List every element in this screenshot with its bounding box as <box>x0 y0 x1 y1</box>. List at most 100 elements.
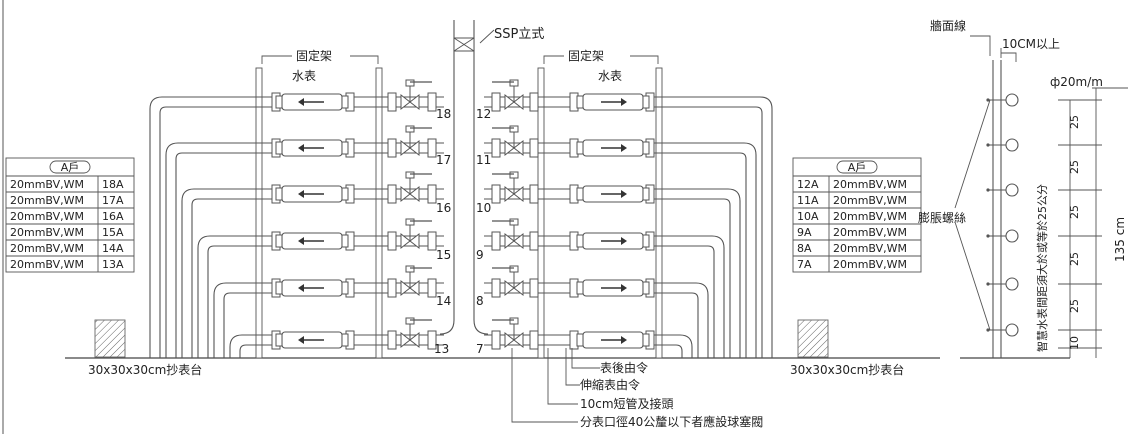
pipe-left-outer <box>213 282 444 358</box>
branch-number-left: 17 <box>436 153 451 167</box>
side-meter <box>1005 277 1019 291</box>
pipe-right-outer <box>484 334 693 358</box>
table-cell: 8A <box>797 242 812 255</box>
spacing-dimension: 10 <box>1068 336 1081 350</box>
meter-label-right: 水表 <box>598 69 622 83</box>
callout-flex: 伸縮表由令 <box>580 377 640 392</box>
pipe-left-inner <box>191 198 444 358</box>
wall-line-label: 牆面線 <box>930 18 966 33</box>
table-cell: 20mmBV,WM <box>10 210 84 223</box>
table-cell: 13A <box>102 258 124 271</box>
table-cell: 20mmBV,WM <box>10 194 84 207</box>
pipe-right-inner <box>484 198 731 358</box>
pipe-left-inner <box>207 245 444 358</box>
branch-number-left: 15 <box>436 248 451 262</box>
table-cell: 12A <box>797 178 819 191</box>
spacing-dimension: 25 <box>1068 299 1081 313</box>
branch-row <box>213 265 709 358</box>
pipe-left-inner <box>239 344 444 358</box>
branch-row <box>165 125 757 358</box>
pipe-right-outer <box>484 96 773 358</box>
pipe-left-outer <box>181 188 444 358</box>
unit-table: A戶 12A 20mmBV,WM 11A 20mmBV,WM 10A 20mmBV,WM 9A… <box>792 157 922 273</box>
branch-row <box>181 171 741 358</box>
pipe-right-inner <box>484 245 715 358</box>
table-cell: 20mmBV,WM <box>833 258 907 271</box>
spacing-dimension: 25 <box>1068 205 1081 219</box>
side-meter <box>1005 93 1019 107</box>
pipe-right-inner <box>484 292 699 358</box>
table-cell: 17A <box>102 194 124 207</box>
table-cell: 20mmBV,WM <box>833 194 907 207</box>
table-cell: 20mmBV,WM <box>10 242 84 255</box>
table-title: A戶 <box>61 161 80 174</box>
spacing-dimension: 25 <box>1068 252 1081 266</box>
pipe-right-outer <box>484 235 725 358</box>
table-cell: 20mmBV,WM <box>10 178 84 191</box>
pipe-left-outer <box>229 334 444 358</box>
side-meter <box>1005 229 1019 243</box>
table-cell: 20mmBV,WM <box>10 258 84 271</box>
pipe-left-inner <box>175 152 444 358</box>
branch-number-right: 12 <box>476 107 491 121</box>
side-meter <box>1005 138 1019 152</box>
branch-number-right: 9 <box>476 248 484 262</box>
branch-number-left: 18 <box>436 107 451 121</box>
legend-tables: A戶 20mmBV,WM 18A 20mmBV,WM 17A 20mmBV,WM 16A 20… <box>5 157 922 273</box>
bracket-label-left: 固定架 <box>296 48 332 63</box>
fixed-brackets <box>255 55 663 359</box>
clearance-label: 10CM以上 <box>1002 37 1060 51</box>
pipe-right-inner <box>484 152 747 358</box>
table-cell: 16A <box>102 210 124 223</box>
read-platform-right <box>797 319 829 358</box>
branch-row <box>149 79 773 358</box>
read-platform-label-left: 30x30x30cm抄表台 <box>88 362 202 377</box>
table-cell: 10A <box>797 210 819 223</box>
unit-table: A戶 20mmBV,WM 18A 20mmBV,WM 17A 20mmBV,WM 16A 20… <box>5 157 135 273</box>
pipe-right-outer <box>484 188 741 358</box>
table-cell: 20mmBV,WM <box>10 226 84 239</box>
side-meters: 25 25 25 25 25 10 <box>986 93 1102 358</box>
pipe-left-outer <box>165 142 444 358</box>
branch-number-left: 14 <box>436 294 451 308</box>
side-elevation <box>970 35 1128 358</box>
pipe-right-inner <box>484 106 763 358</box>
table-cell: 15A <box>102 226 124 239</box>
pipe-left-inner <box>223 292 444 358</box>
table-cell: 20mmBV,WM <box>833 210 907 223</box>
branch-number-left: 13 <box>434 342 449 356</box>
callout-ball-valve: 分表口徑40公釐以下者應設球塞閥 <box>580 414 763 429</box>
branch-row <box>229 317 693 358</box>
table-cell: 7A <box>797 258 812 271</box>
callout-leaders <box>511 348 600 423</box>
table-cell: 9A <box>797 226 812 239</box>
table-cell: 14A <box>102 242 124 255</box>
branch-row <box>197 218 725 358</box>
pipe-right-outer <box>484 282 709 358</box>
pipe-diameter-label: ф20m/m <box>1050 75 1103 89</box>
spacing-dimension: 25 <box>1068 160 1081 174</box>
branch-number-right: 11 <box>476 153 491 167</box>
table-cell: 18A <box>102 178 124 191</box>
callout-after-meter: 表後由令 <box>600 360 648 375</box>
spacing-dimension: 25 <box>1068 115 1081 129</box>
table-cell: 11A <box>797 194 819 207</box>
pipe-right-outer <box>484 142 757 358</box>
ssp-label: SSP立式 <box>494 27 544 42</box>
total-height-label: 135 cm <box>1113 217 1127 262</box>
side-meter <box>1005 323 1019 337</box>
bracket-label-right: 固定架 <box>568 48 604 63</box>
ssp-leader <box>479 29 495 44</box>
anchor-bolt-label: 膨脹螺絲 <box>918 210 966 225</box>
anchor-bolt-leaders <box>954 99 991 331</box>
meter-label-left: 水表 <box>292 69 316 83</box>
branch-number-right: 8 <box>476 294 484 308</box>
pipe-right-inner <box>484 344 683 358</box>
ssp-riser <box>439 20 489 335</box>
table-cell: 20mmBV,WM <box>833 178 907 191</box>
table-cell: 20mmBV,WM <box>833 242 907 255</box>
branch-number-right: 7 <box>476 342 484 356</box>
table-title: A戶 <box>848 161 867 174</box>
